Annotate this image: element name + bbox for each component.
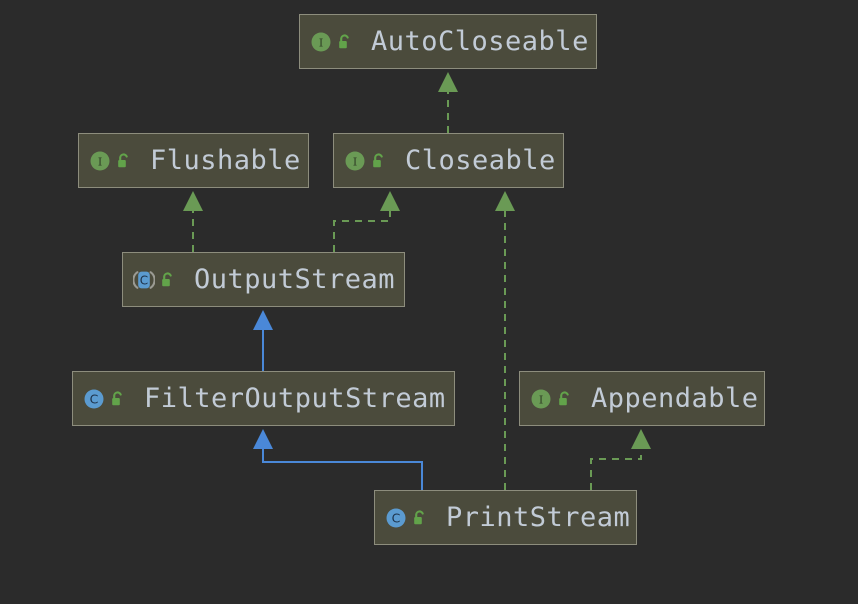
svg-text:C: C	[140, 273, 148, 287]
class-node-label: OutputStream	[194, 264, 396, 295]
edge-arrowhead	[380, 191, 400, 211]
edge-arrowhead	[631, 429, 651, 449]
svg-text:I: I	[98, 155, 102, 168]
class-node-closeable[interactable]: I Closeable	[333, 133, 564, 188]
node-icon-group: I	[310, 31, 353, 53]
edge-line	[333, 206, 391, 252]
edge-printstream-extends-filteroutputstream	[253, 429, 423, 490]
node-icon-group: C	[83, 388, 126, 410]
node-icon-group: I	[530, 388, 573, 410]
unlocked-padlock-icon	[339, 33, 349, 48]
svg-text:C: C	[90, 391, 99, 406]
class-node-appendable[interactable]: I Appendable	[519, 371, 765, 426]
edge-printstream-implements-appendable	[590, 429, 651, 490]
svg-text:I: I	[353, 155, 357, 168]
edge-printstream-implements-closeable	[495, 191, 515, 490]
svg-text:C: C	[392, 510, 401, 525]
unlocked-padlock-icon	[112, 390, 122, 405]
edge-arrowhead	[495, 191, 515, 211]
class-node-label: Appendable	[591, 383, 759, 414]
node-icon-group: C	[133, 269, 176, 291]
node-icon-group: I	[344, 150, 387, 172]
svg-text:I: I	[539, 393, 543, 406]
svg-text:I: I	[319, 36, 323, 49]
edge-outputstream-implements-flushable	[183, 191, 203, 252]
unlocked-padlock-icon	[162, 271, 172, 286]
class-node-filteroutputstream[interactable]: C FilterOutputStream	[72, 371, 455, 426]
interface-icon: I	[531, 389, 551, 408]
class-icon: C	[84, 389, 104, 408]
interface-icon: I	[311, 32, 331, 51]
background-watermark	[18, 516, 348, 592]
class-node-label: Closeable	[405, 145, 556, 176]
class-node-printstream[interactable]: C PrintStream	[374, 490, 637, 545]
unlocked-padlock-icon	[373, 152, 383, 167]
unlocked-padlock-icon	[414, 509, 424, 524]
interface-icon: I	[90, 151, 110, 170]
class-icon: C	[386, 508, 406, 527]
abstract-class-icon: C	[133, 270, 155, 289]
unlocked-padlock-icon	[559, 390, 569, 405]
class-node-label: AutoCloseable	[371, 26, 589, 57]
edge-outputstream-implements-closeable	[333, 191, 400, 252]
edge-arrowhead	[253, 429, 273, 449]
class-node-autocloseable[interactable]: I AutoCloseable	[299, 14, 597, 69]
node-icon-group: C	[385, 507, 428, 529]
edge-line	[262, 444, 423, 490]
class-node-label: FilterOutputStream	[144, 383, 446, 414]
edge-filteroutputstream-extends-outputstream	[253, 310, 273, 371]
class-node-label: PrintStream	[446, 502, 631, 533]
node-icon-group: I	[89, 150, 132, 172]
class-node-outputstream[interactable]: C OutputStream	[122, 252, 405, 307]
edge-arrowhead	[183, 191, 203, 211]
class-node-label: Flushable	[150, 145, 301, 176]
edge-arrowhead	[438, 72, 458, 92]
unlocked-padlock-icon	[118, 152, 128, 167]
class-node-flushable[interactable]: I Flushable	[78, 133, 309, 188]
edge-arrowhead	[253, 310, 273, 330]
interface-icon: I	[345, 151, 365, 170]
edge-line	[590, 444, 642, 490]
edge-closeable-implements-autocloseable	[438, 72, 458, 133]
